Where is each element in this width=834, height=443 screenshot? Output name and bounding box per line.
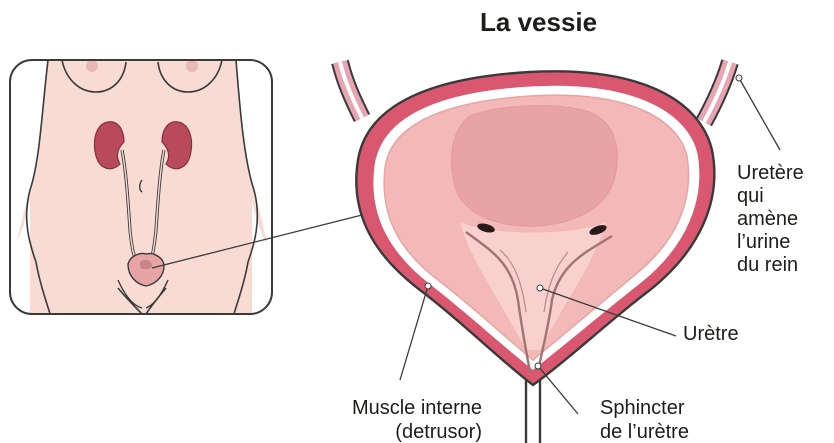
bladder-illustration	[340, 62, 730, 443]
urethra-dot	[537, 285, 543, 291]
diagram-title: La vessie	[480, 10, 597, 34]
ureter-dot	[736, 75, 742, 81]
ureter-label: Uretère qui amène l’urine du rein	[737, 162, 804, 277]
muscle-label: Muscle interne (detrusor)	[300, 396, 482, 443]
ureter-leader-line	[739, 78, 780, 150]
urethra-label: Urètre	[683, 322, 739, 346]
body-inset	[10, 60, 272, 314]
muscle-leader-line	[400, 286, 428, 380]
sphincter-leader-line	[538, 366, 578, 414]
sphincter-dot	[535, 363, 541, 369]
sphincter-label: Sphincter de l’urètre	[600, 396, 689, 443]
muscle-dot	[425, 283, 431, 289]
